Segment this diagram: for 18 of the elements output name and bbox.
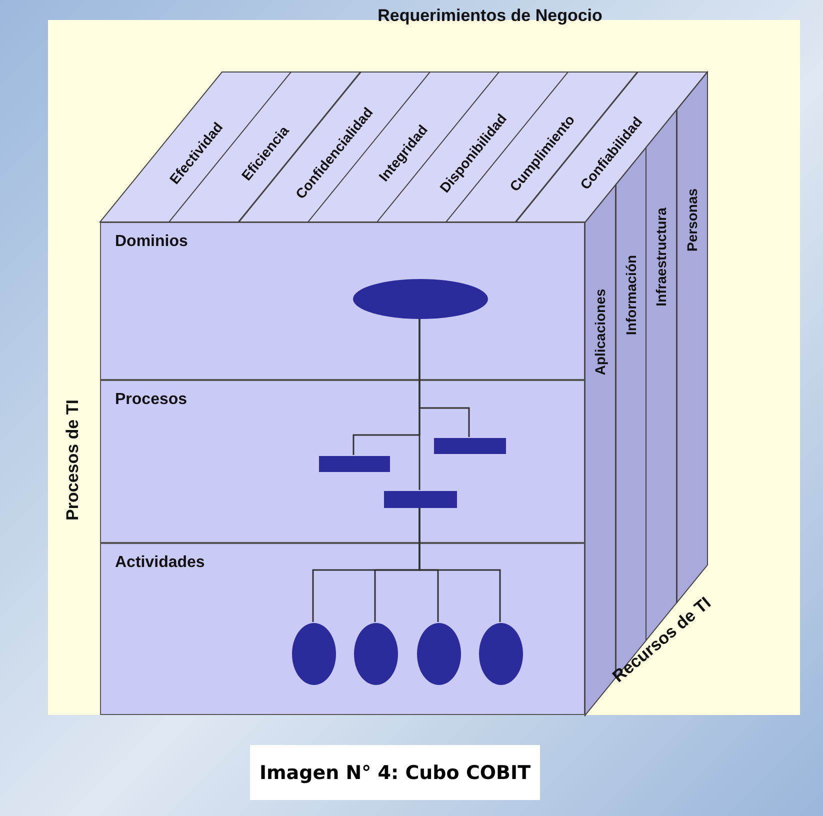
cube-band [100,222,585,380]
axis-heading: Procesos de TI [63,400,83,520]
process-bar [384,491,457,508]
process-bar [319,456,390,472]
process-bar [434,438,506,454]
caption-box: Imagen N° 4: Cubo COBIT [250,745,540,800]
column-label: Aplicaciones [592,288,608,376]
connector-line [418,507,501,622]
cube-band [100,543,585,715]
face-heading: Requerimientos de Negocio [378,6,602,26]
band-heading: Actividades [115,554,205,572]
band-heading: Dominios [115,233,188,251]
cube-band [100,380,585,543]
band-heading: Procesos [115,391,188,409]
column-label: Infraestructura [653,208,670,306]
connector-line [418,318,420,490]
column-label: Personas [684,188,700,252]
column-label: Información [622,254,639,335]
